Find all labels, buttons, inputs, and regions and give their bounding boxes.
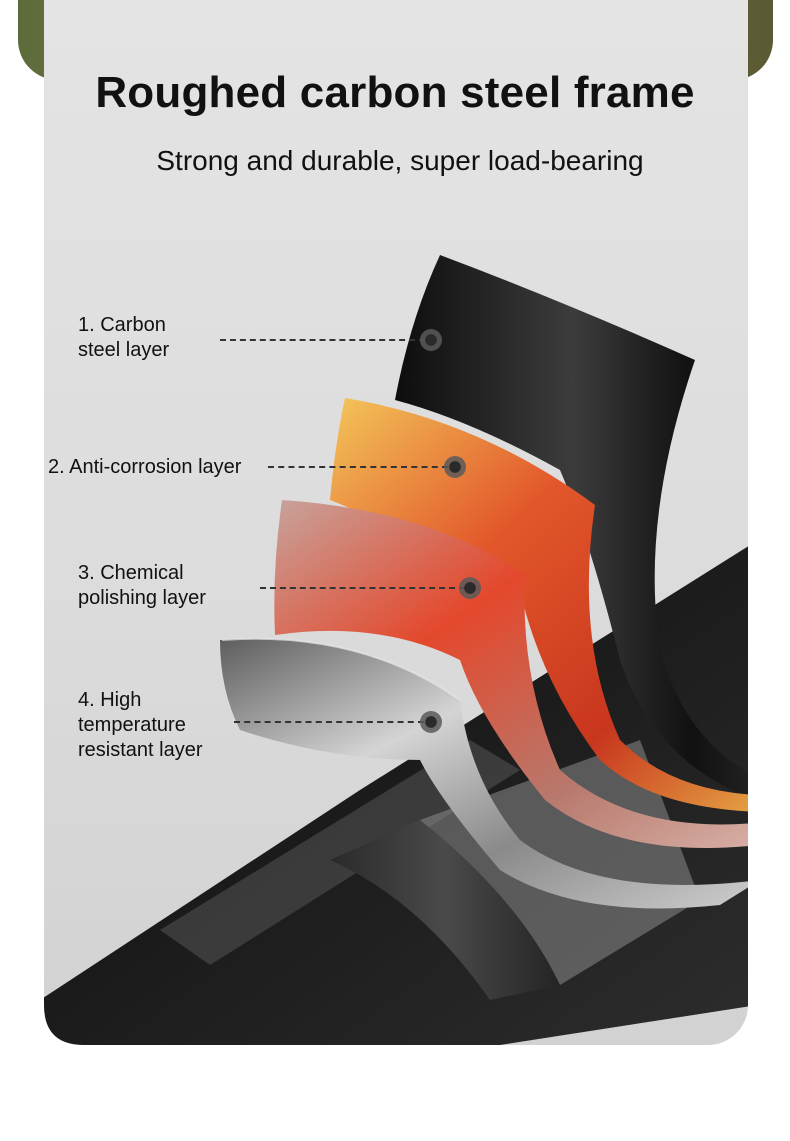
layer-label-anti-corrosion: 2. Anti-corrosion layer [48, 456, 242, 478]
leader-line-4 [234, 721, 424, 723]
marker-dot-2 [444, 456, 466, 478]
page-subtitle: Strong and durable, super load-bearing [156, 145, 644, 176]
layer-label-high-temperature: 4. High temperature resistant layer [78, 689, 203, 761]
marker-dot-4 [420, 711, 442, 733]
layer-label-chemical-polishing: 3. Chemical polishing layer [78, 562, 206, 609]
layer-edge-light [221, 637, 461, 701]
high-temperature-layer-shape [220, 638, 748, 909]
pipe-highlight [160, 740, 520, 965]
carbon-steel-layer-shape [395, 255, 748, 810]
leader-line-1 [220, 339, 425, 341]
leader-line-3 [260, 587, 465, 589]
pipe-band [330, 820, 560, 1000]
page-title: Roughed carbon steel frame [95, 68, 695, 117]
marker-dot-3 [459, 577, 481, 599]
marker-dot-1 [420, 329, 442, 351]
chemical-polishing-layer-shape [274, 500, 748, 848]
leader-line-2 [268, 466, 448, 468]
anti-corrosion-layer-shape [330, 398, 748, 813]
layer-label-carbon-steel: 1. Carbon steel layer [78, 314, 170, 361]
